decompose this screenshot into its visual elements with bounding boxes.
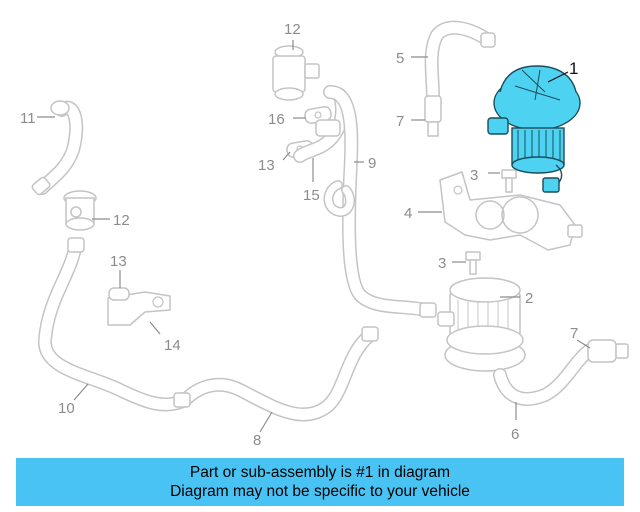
hose-10 [38,237,192,412]
hose-9 [323,85,437,318]
callout-6[interactable]: 6 [511,426,519,443]
bracket-4 [439,171,583,251]
callout-2[interactable]: 2 [525,290,533,307]
callout-3-bottom[interactable]: 3 [438,255,446,272]
pipe-15 [293,88,349,163]
hose-11 [31,100,84,196]
info-banner: Part or sub-assembly is #1 in diagram Di… [16,458,624,506]
gasket-13-left [108,287,130,301]
bolt-3-bottom [465,251,481,275]
banner-line-part-number: Part or sub-assembly is #1 in diagram [189,464,451,481]
valve-12-top [272,45,320,101]
hose-8 [173,326,379,422]
callout-15[interactable]: 15 [303,187,320,204]
valve-12-left [63,190,97,231]
bolt-3-top [501,169,517,193]
callout-8[interactable]: 8 [253,432,261,449]
callout-3-top[interactable]: 3 [470,167,478,184]
callout-9[interactable]: 9 [368,155,376,172]
callout-12-left[interactable]: 12 [113,212,130,229]
callout-12-top[interactable]: 12 [284,21,301,38]
exploded-parts-diagram: 1 2 3 3 4 5 6 7 7 8 9 10 11 12 12 13 13 … [20,20,629,449]
valve-7-bottom [587,339,629,363]
pump-2 [437,277,526,372]
callout-5[interactable]: 5 [396,50,404,67]
hose-6 [493,343,597,406]
callout-13-left[interactable]: 13 [110,253,127,270]
callout-11[interactable]: 11 [20,110,36,127]
callout-7-top[interactable]: 7 [396,113,404,130]
callout-13-top[interactable]: 13 [258,157,275,174]
valve-7-top [424,95,442,137]
callout-10[interactable]: 10 [58,400,75,417]
hose-5 [424,20,496,105]
callout-1[interactable]: 1 [569,59,578,78]
callout-14[interactable]: 14 [164,337,181,354]
callout-7-bottom[interactable]: 7 [570,325,578,342]
banner-line-disclaimer: Diagram may not be specific to your vehi… [170,483,470,500]
callout-16[interactable]: 16 [268,111,285,128]
callout-4[interactable]: 4 [404,205,412,222]
gasket-16 [304,106,332,124]
air-pump-part-1-highlight[interactable] [487,65,581,193]
